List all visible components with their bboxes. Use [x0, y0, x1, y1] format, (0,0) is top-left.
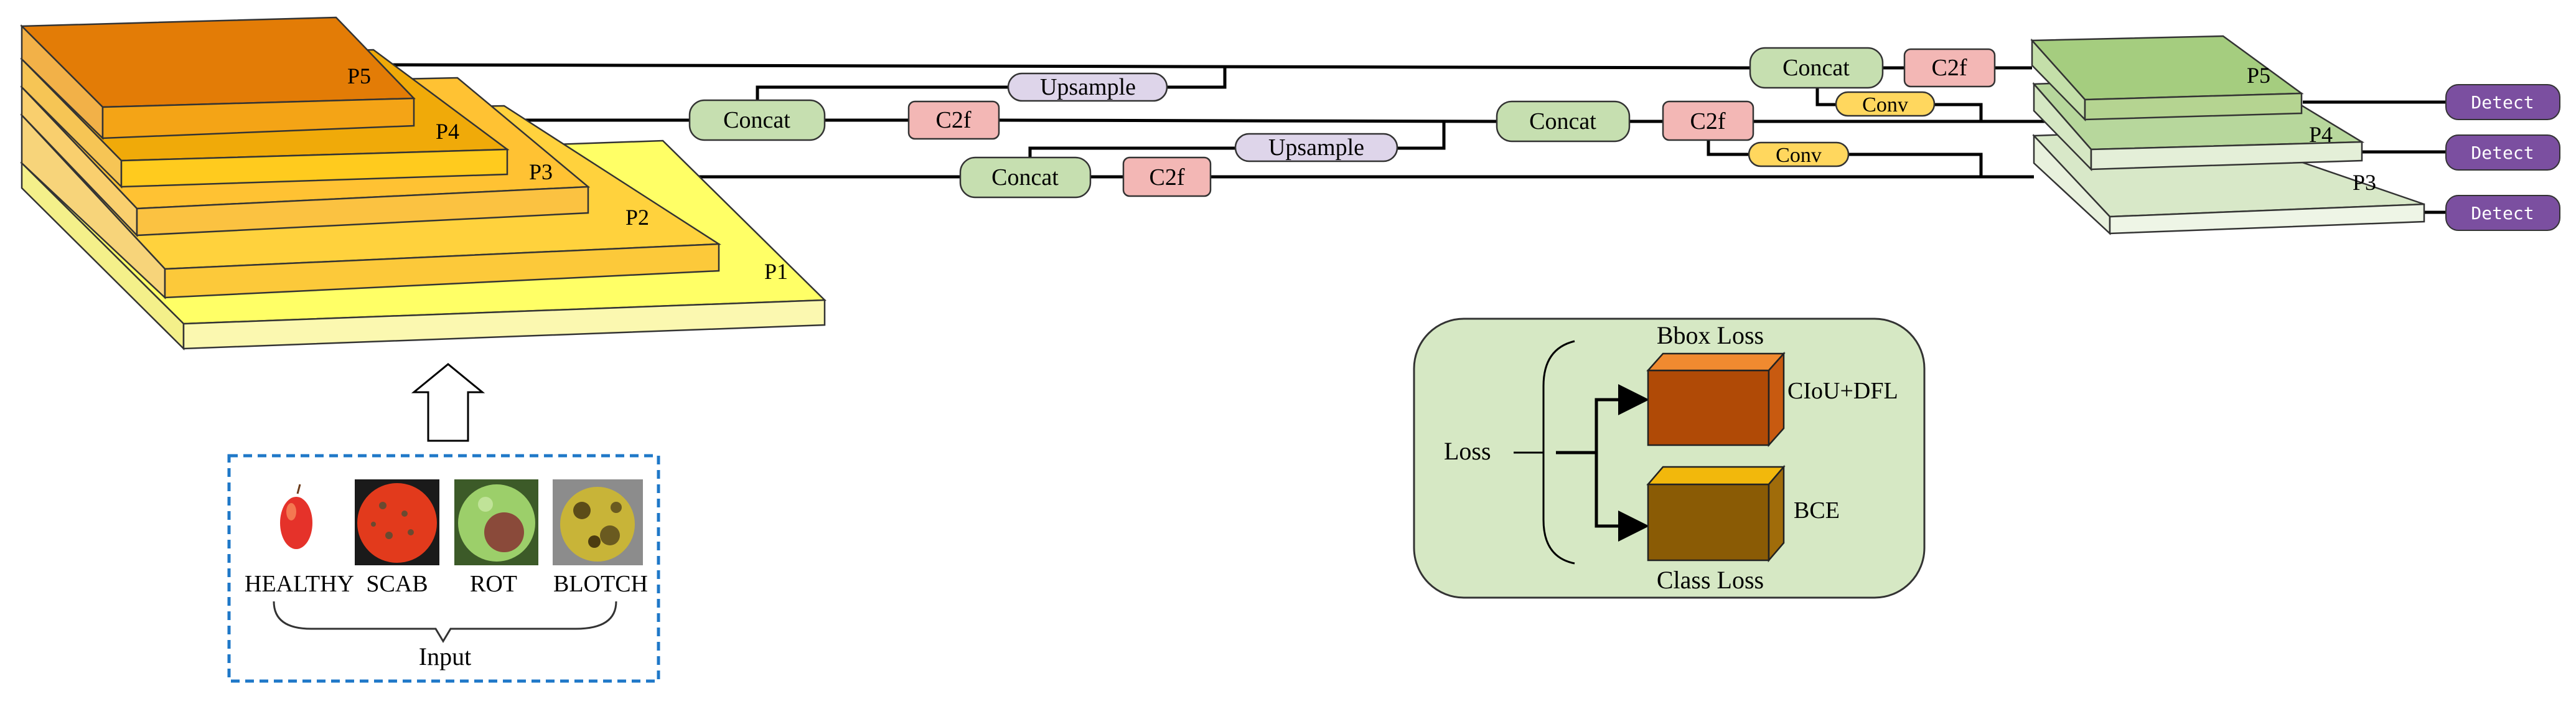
concat-block-top [1749, 47, 1884, 89]
backbone-label-p4: P4 [436, 119, 459, 144]
loss-panel-bg [1413, 318, 1926, 599]
c2f-label-3: C2f [1690, 108, 1726, 134]
upsample-block-1 [1007, 72, 1168, 102]
upsample-label-2: Upsample [1268, 134, 1364, 161]
concat-block-2 [959, 156, 1092, 199]
conv-label-top: Conv [1862, 93, 1908, 116]
bbox-loss-cube [1646, 351, 1786, 448]
class-label-rot: ROT [470, 571, 517, 597]
concat-label-2: Concat [991, 164, 1059, 191]
input-panel: HEALTHY SCAB ROT BLOTCH Input [227, 454, 660, 683]
c2f-label-top: C2f [1932, 55, 1967, 81]
c2f-label-1: C2f [936, 107, 972, 133]
c2f-block-2 [1122, 156, 1212, 197]
class-loss-function: BCE [1794, 497, 1840, 524]
line-conv-bottom [1707, 138, 1749, 156]
head-layer-p5 [2030, 35, 2304, 122]
c2f-block-3 [1662, 100, 1754, 141]
backbone-label-p3: P3 [529, 159, 553, 184]
conv-block-top [1835, 91, 1936, 117]
scab-apple-image [355, 479, 439, 565]
class-loss-cube [1646, 464, 1786, 563]
head-labels: P5 P4 P3 [2247, 63, 2376, 195]
concat-label-3: Concat [1529, 108, 1596, 134]
bbox-loss-function: CIoU+DFL [1787, 378, 1898, 404]
line-p5-to-concat-top [367, 63, 1751, 70]
backbone-label-p2: P2 [625, 205, 649, 230]
concat-block-1 [688, 99, 826, 141]
c2f-label-2: C2f [1150, 164, 1185, 191]
neck: Concat C2f Upsample Concat C2f Upsample … [688, 47, 1996, 199]
class-label-blotch: BLOTCH [553, 571, 648, 597]
class-label-scab: SCAB [366, 571, 428, 597]
detect-block-p5 [2445, 84, 2560, 120]
input-brace [273, 601, 617, 643]
rot-apple-image [454, 479, 538, 565]
conv-block-bottom [1748, 141, 1850, 167]
backbone-labels: P5 P4 P3 P2 P1 [347, 64, 788, 284]
c2f-block-top [1903, 48, 1996, 88]
head-stack [2030, 35, 2425, 235]
detect-label-p3: Detect [2471, 203, 2534, 223]
line-conv-top-out [1934, 103, 1983, 121]
loss-arrow-down [1595, 453, 1649, 542]
line-conv-bottom-out [1848, 153, 1983, 177]
loss-brace [1542, 340, 1575, 565]
upsample-label-1: Upsample [1040, 74, 1136, 100]
loss-root-label: Loss [1444, 437, 1491, 465]
class-loss-title: Class Loss [1657, 566, 1764, 594]
loss-arrow-up [1556, 384, 1649, 454]
input-caption: Input [419, 642, 471, 670]
bbox-loss-title: Bbox Loss [1657, 321, 1764, 349]
line-conv-top [1815, 86, 1836, 106]
concat-block-3 [1496, 100, 1631, 143]
detect-block-p4 [2445, 134, 2560, 171]
backbone-label-p1: P1 [764, 259, 788, 284]
backbone-stack [20, 16, 827, 351]
detect-blocks: Detect Detect Detect [2445, 84, 2560, 231]
input-panel-border [227, 454, 660, 683]
backbone-layer-p5 [20, 16, 416, 140]
head-label-p5: P5 [2247, 63, 2270, 88]
c2f-block-1 [907, 100, 1000, 140]
concat-label-top: Concat [1782, 55, 1850, 81]
loss-panel: Loss Bbox Loss Class Loss CIoU+DFL BCE [1413, 318, 1926, 599]
concat-label-1: Concat [723, 107, 790, 133]
input-arrow-icon [411, 363, 485, 442]
healthy-apple-image [280, 484, 312, 549]
head-label-p4: P4 [2309, 122, 2333, 147]
class-label-healthy: HEALTHY [245, 571, 354, 597]
blotch-apple-image [553, 479, 643, 565]
upsample-block-2 [1234, 133, 1398, 162]
detect-block-p3 [2445, 195, 2560, 231]
line-c2f1-to-concat3 [998, 118, 1497, 123]
backbone-label-p5: P5 [347, 64, 371, 88]
detect-label-p5: Detect [2471, 92, 2534, 113]
conv-label-bottom: Conv [1776, 144, 1822, 167]
head-label-p3: P3 [2353, 170, 2376, 195]
detect-label-p4: Detect [2471, 143, 2534, 163]
